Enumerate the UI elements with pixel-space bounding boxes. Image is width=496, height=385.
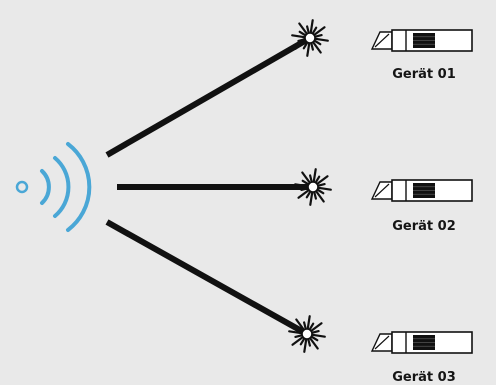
device-label-1: Gerät 01 <box>392 67 456 82</box>
signal-source-dot <box>15 180 29 194</box>
laser-burst-icon <box>294 168 332 206</box>
beam-line-1 <box>105 35 312 158</box>
device-receiver-icon <box>370 331 473 354</box>
device-intake-slash <box>374 33 390 48</box>
wireless-signal-icon <box>15 142 92 232</box>
device-label-3: Gerät 03 <box>392 370 456 385</box>
device-intake-slash <box>374 183 390 198</box>
burst-core <box>304 32 316 44</box>
laser-burst-icon <box>288 315 326 353</box>
signal-wave-1 <box>40 169 51 205</box>
laser-burst-icon <box>291 19 329 57</box>
burst-core <box>307 181 319 193</box>
signal-wave-3 <box>66 142 92 232</box>
signal-wave-2 <box>53 156 71 218</box>
device-intake-slash <box>374 335 390 350</box>
device-receiver-icon <box>370 29 473 52</box>
beam-line-3 <box>105 219 309 337</box>
burst-core <box>301 328 313 340</box>
device-receiver-icon <box>370 179 473 202</box>
device-label-2: Gerät 02 <box>392 219 456 234</box>
